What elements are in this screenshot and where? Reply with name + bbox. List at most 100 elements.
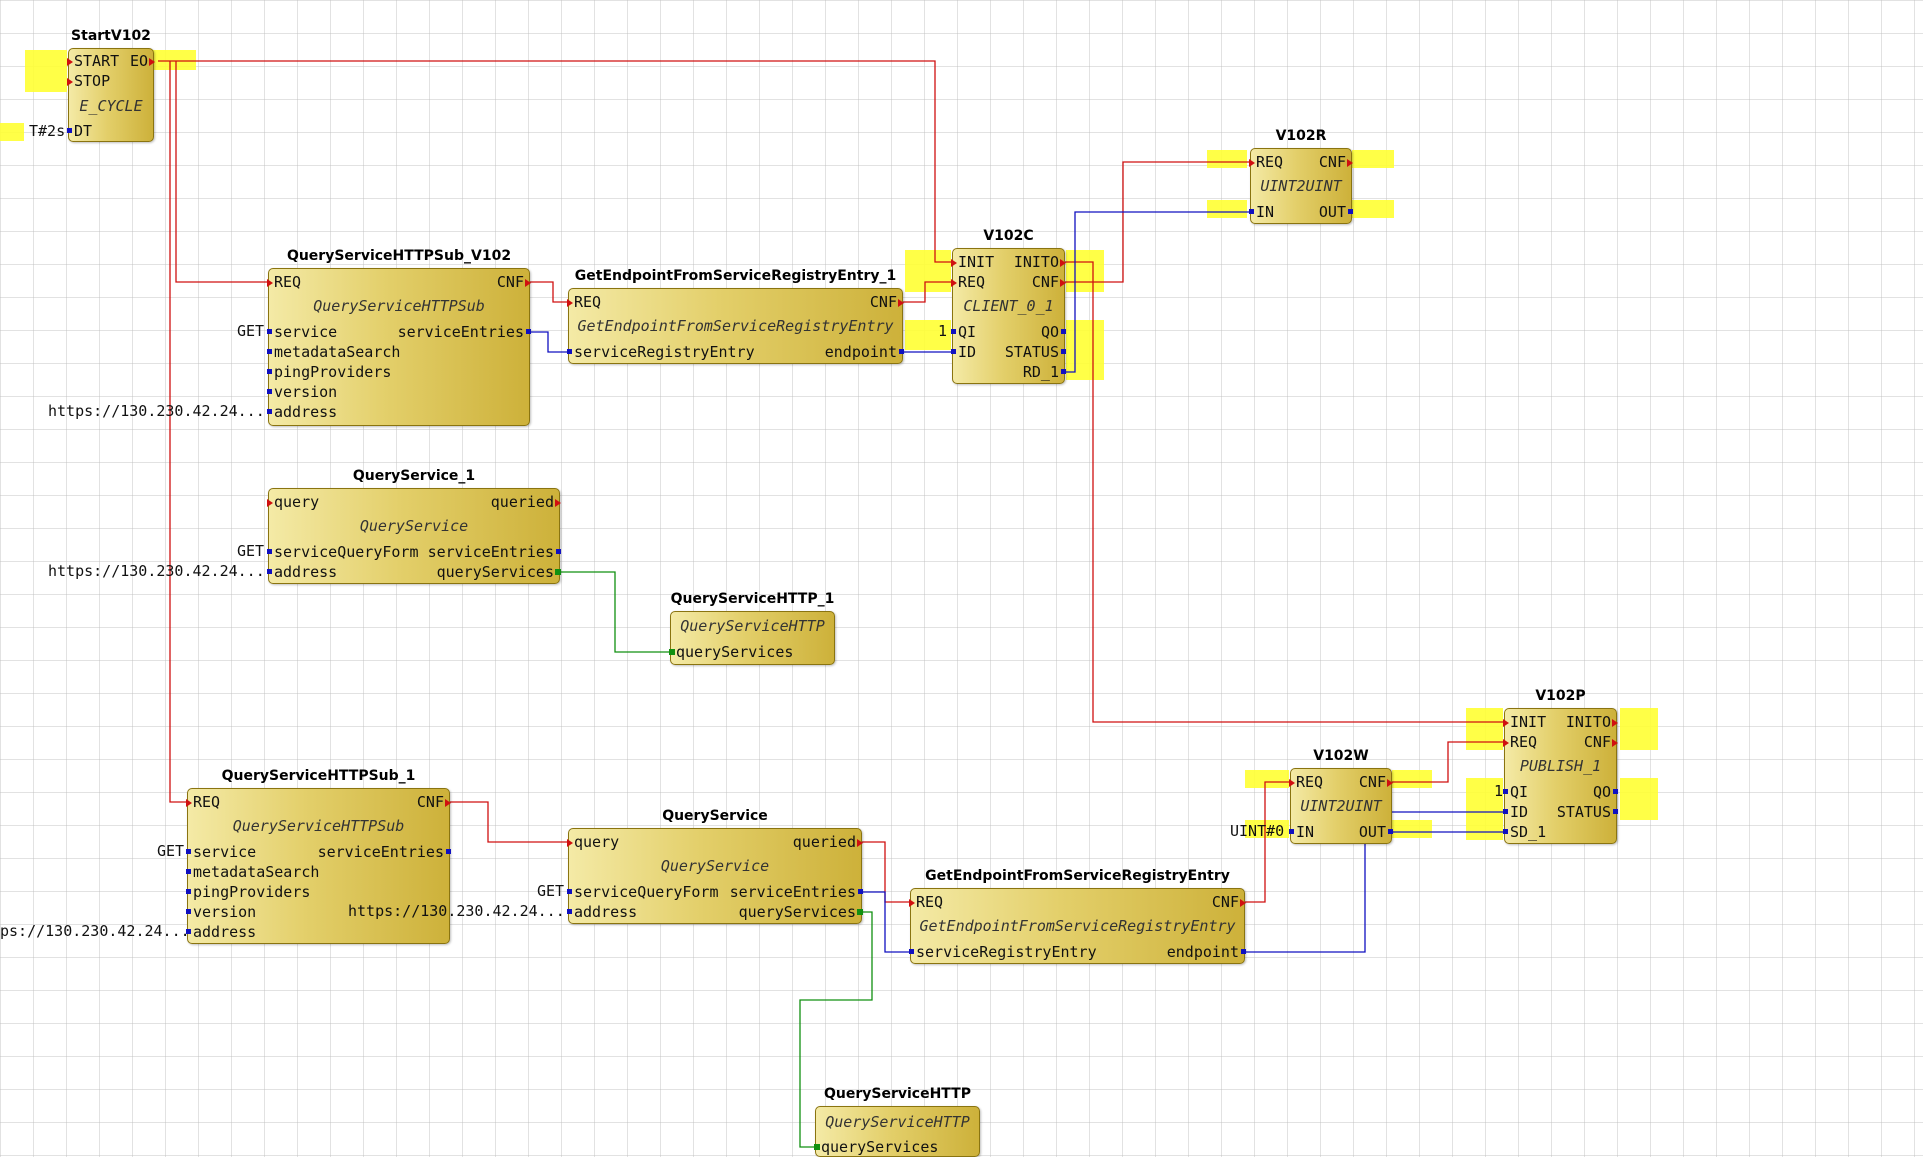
address-constant-3[interactable]: ps://130.230.42.24...	[0, 922, 190, 940]
input-port-address[interactable]: address	[274, 563, 338, 581]
output-port-endpoint[interactable]: endpoint	[824, 343, 897, 361]
output-port-cnf[interactable]: CNF	[1318, 153, 1346, 171]
output-port-cnf[interactable]: CNF	[416, 793, 444, 811]
output-port-qo[interactable]: QO	[1040, 323, 1059, 341]
address-constant-1[interactable]: https://130.230.42.24...	[48, 402, 265, 420]
output-port-serviceentries[interactable]: serviceEntries	[729, 883, 856, 901]
get-constant-4[interactable]: GET	[537, 882, 565, 900]
input-port-qi[interactable]: QI	[1510, 783, 1529, 801]
input-port-req[interactable]: REQ	[274, 273, 302, 291]
output-port-out[interactable]: OUT	[1318, 203, 1346, 221]
input-port-id[interactable]: ID	[1510, 803, 1529, 821]
output-port-cnf[interactable]: CNF	[1583, 733, 1611, 751]
output-port-inito[interactable]: INITO	[1565, 713, 1611, 731]
input-port-req[interactable]: REQ	[193, 793, 221, 811]
input-port-init[interactable]: INIT	[1510, 713, 1547, 731]
input-port-id[interactable]: ID	[958, 343, 977, 361]
get-constant-3[interactable]: GET	[157, 842, 185, 860]
input-port-serviceregistryentry[interactable]: serviceRegistryEntry	[574, 343, 755, 361]
input-port-sd_1[interactable]: SD_1	[1510, 823, 1547, 841]
input-port-req[interactable]: REQ	[574, 293, 602, 311]
output-port-status[interactable]: STATUS	[1556, 803, 1611, 821]
input-port-req[interactable]: REQ	[1256, 153, 1284, 171]
data-port-icon	[1061, 369, 1066, 374]
output-port-serviceentries[interactable]: serviceEntries	[317, 843, 444, 861]
address-constant-4[interactable]: https://130.230.42.24...	[348, 902, 565, 920]
input-port-metadatasearch[interactable]: metadataSearch	[193, 863, 320, 881]
input-port-query[interactable]: query	[274, 493, 320, 511]
selection-highlight	[1620, 708, 1658, 750]
input-port-req[interactable]: REQ	[1296, 773, 1324, 791]
input-port-init[interactable]: INIT	[958, 253, 995, 271]
input-port-query[interactable]: query	[574, 833, 620, 851]
output-port-cnf[interactable]: CNF	[1211, 893, 1239, 911]
input-port-pingproviders[interactable]: pingProviders	[193, 883, 311, 901]
input-port-version[interactable]: version	[193, 903, 257, 921]
output-port-queried[interactable]: queried	[490, 493, 554, 511]
input-port-service[interactable]: service	[193, 843, 257, 861]
input-port-qi[interactable]: QI	[958, 323, 977, 341]
output-port-cnf[interactable]: CNF	[869, 293, 897, 311]
input-port-stop[interactable]: STOP	[74, 72, 111, 90]
output-port-status[interactable]: STATUS	[1004, 343, 1059, 361]
input-port-req[interactable]: REQ	[1510, 733, 1538, 751]
input-port-address[interactable]: address	[274, 403, 338, 421]
output-port-rd_1[interactable]: RD_1	[1022, 363, 1059, 381]
qi-constant-publish[interactable]: 1	[1494, 782, 1504, 800]
output-port-eo[interactable]: EO	[129, 52, 148, 70]
input-port-start[interactable]: START	[74, 52, 120, 70]
get-constant-1[interactable]: GET	[237, 322, 265, 340]
output-port-cnf[interactable]: CNF	[496, 273, 524, 291]
input-port-req[interactable]: REQ	[916, 893, 944, 911]
output-port-queried[interactable]: queried	[792, 833, 856, 851]
output-port-out[interactable]: OUT	[1358, 823, 1386, 841]
input-port-servicequeryform[interactable]: serviceQueryForm	[274, 543, 419, 561]
input-port-queryservices[interactable]: queryServices	[676, 643, 794, 661]
output-port-queryservices[interactable]: queryServices	[436, 563, 554, 581]
event-port-icon	[1289, 779, 1295, 787]
input-port-dt[interactable]: DT	[74, 122, 93, 140]
wire-qs-queried-to-getep-req	[862, 841, 910, 903]
selection-highlight	[905, 250, 951, 292]
dt-constant[interactable]: T#2s	[29, 122, 66, 140]
output-port-cnf[interactable]: CNF	[1358, 773, 1386, 791]
input-port-service[interactable]: service	[274, 323, 338, 341]
input-port-in[interactable]: IN	[1256, 203, 1275, 221]
data-port-icon	[1249, 209, 1254, 214]
output-port-cnf[interactable]: CNF	[1031, 273, 1059, 291]
input-port-serviceregistryentry[interactable]: serviceRegistryEntry	[916, 943, 1097, 961]
get-constant-2[interactable]: GET	[237, 542, 265, 560]
output-port-inito[interactable]: INITO	[1013, 253, 1059, 271]
uint-constant[interactable]: UINT#0	[1230, 822, 1285, 840]
input-port-pingproviders[interactable]: pingProviders	[274, 363, 392, 381]
output-port-endpoint[interactable]: endpoint	[1166, 943, 1239, 961]
output-port-qo[interactable]: QO	[1592, 783, 1611, 801]
qi-constant-client[interactable]: 1	[938, 322, 948, 340]
input-port-req[interactable]: REQ	[958, 273, 986, 291]
address-constant-2[interactable]: https://130.230.42.24...	[48, 562, 265, 580]
output-port-serviceentries[interactable]: serviceEntries	[397, 323, 524, 341]
input-port-queryservices[interactable]: queryServices	[821, 1138, 939, 1156]
input-port-address[interactable]: address	[193, 923, 257, 941]
output-port-serviceentries[interactable]: serviceEntries	[427, 543, 554, 561]
input-port-in[interactable]: IN	[1296, 823, 1315, 841]
input-port-metadatasearch[interactable]: metadataSearch	[274, 343, 401, 361]
input-port-address[interactable]: address	[574, 903, 638, 921]
output-port-queryservices[interactable]: queryServices	[738, 903, 856, 921]
input-port-servicequeryform[interactable]: serviceQueryForm	[574, 883, 719, 901]
input-port-version[interactable]: version	[274, 383, 338, 401]
